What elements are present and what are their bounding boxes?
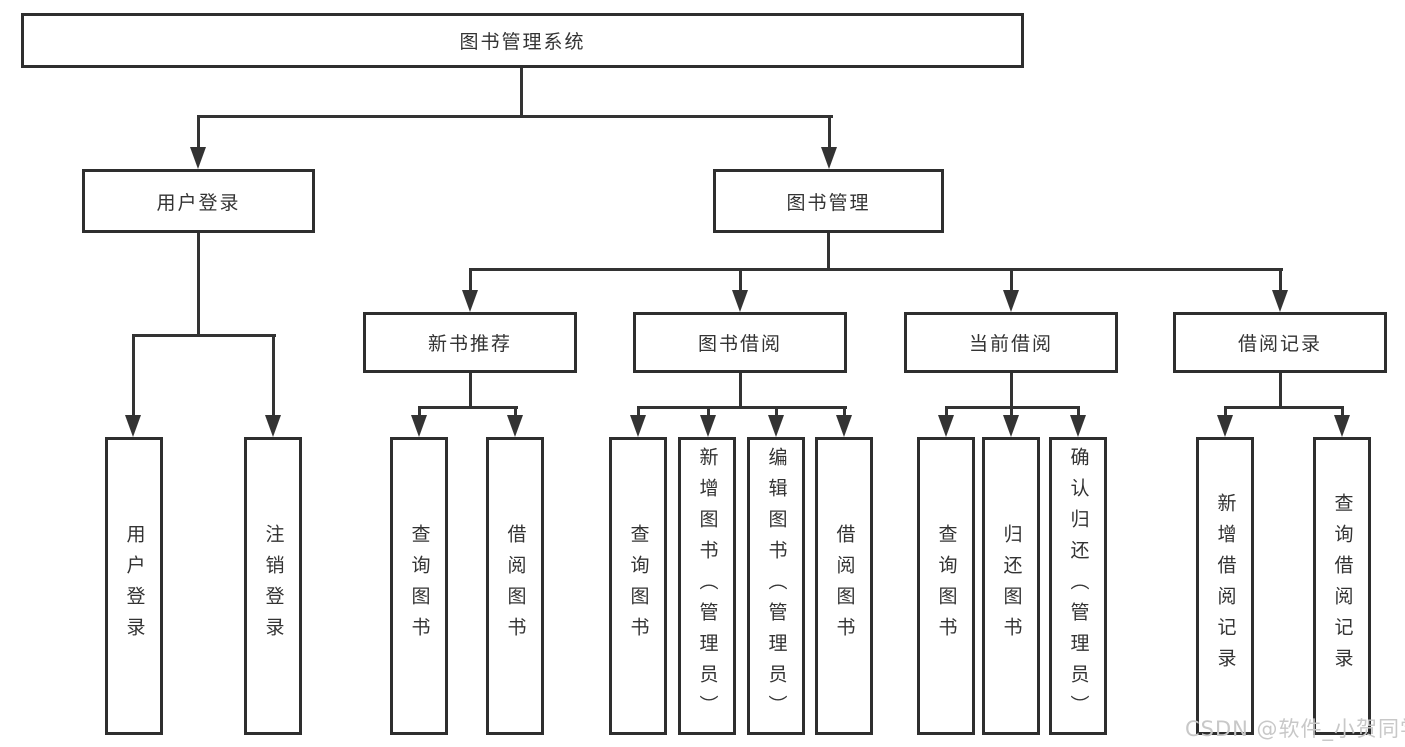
node-label: 借阅记录: [1237, 333, 1322, 355]
arrowhead-icon: [190, 147, 206, 169]
edge-stem: [1010, 406, 1013, 420]
edge-stem: [514, 406, 517, 420]
leaf-label: 借阅图书: [504, 524, 527, 648]
edge-login-stem-2: [272, 334, 275, 419]
leaf-add-books-admin: 新增图书（管理员）: [678, 437, 736, 735]
leaf-label: 注销登录: [262, 524, 285, 648]
edge-stem: [945, 406, 948, 420]
arrowhead-icon: [938, 415, 954, 437]
arrowhead-icon: [700, 415, 716, 437]
node-current-borrow: 当前借阅: [904, 312, 1118, 373]
arrowhead-icon: [768, 415, 784, 437]
edge-root-trunk: [520, 68, 523, 118]
edge-stem: [707, 406, 710, 420]
arrowhead-icon: [1334, 415, 1350, 437]
leaf-label: 归还图书: [1000, 524, 1023, 648]
edge-login-trunk: [197, 233, 200, 337]
edge-borrow-trunk: [739, 373, 742, 409]
arrowhead-icon: [630, 415, 646, 437]
node-label: 图书借阅: [697, 333, 782, 355]
arrowhead-icon: [1070, 415, 1086, 437]
edge-mgmt-stem-3: [1010, 268, 1013, 294]
edge-mgmt-stem-1: [469, 268, 472, 294]
leaf-query-books-recommend: 查询图书: [390, 437, 448, 735]
leaf-label: 查询借阅记录: [1331, 493, 1354, 679]
edge-stem: [1077, 406, 1080, 420]
leaf-label: 查询图书: [408, 524, 431, 648]
leaf-label: 确认归还（管理员）: [1067, 446, 1090, 726]
arrowhead-icon: [732, 290, 748, 312]
edge-recommend-rail: [418, 406, 518, 409]
edge-stem: [1341, 406, 1344, 420]
arrowhead-icon: [1217, 415, 1233, 437]
leaf-label: 用户登录: [123, 524, 146, 648]
arrowhead-icon: [265, 415, 281, 437]
node-user-login-group: 用户登录: [82, 169, 315, 233]
edge-root-stem-right: [828, 115, 831, 151]
leaf-label: 编辑图书（管理员）: [765, 446, 788, 726]
leaf-label: 查询图书: [627, 524, 650, 648]
edge-borrow-rail: [637, 406, 847, 409]
edge-login-rail: [132, 334, 276, 337]
leaf-label: 新增图书（管理员）: [696, 446, 719, 726]
arrowhead-icon: [507, 415, 523, 437]
node-label: 图书管理: [786, 191, 871, 214]
arrowhead-icon: [836, 415, 852, 437]
edge-current-trunk: [1010, 373, 1013, 409]
node-root: 图书管理系统: [21, 13, 1024, 68]
leaf-query-books-borrow: 查询图书: [609, 437, 667, 735]
leaf-label: 借阅图书: [833, 524, 856, 648]
edge-root-stem-left: [197, 115, 200, 151]
leaf-logout: 注销登录: [244, 437, 302, 735]
arrowhead-icon: [1003, 415, 1019, 437]
leaf-borrow-books: 借阅图书: [815, 437, 873, 735]
leaf-confirm-return-admin: 确认归还（管理员）: [1049, 437, 1107, 735]
arrowhead-icon: [125, 415, 141, 437]
edge-stem: [843, 406, 846, 420]
node-label: 新书推荐: [427, 333, 512, 355]
node-new-book-recommend: 新书推荐: [363, 312, 577, 373]
node-root-label: 图书管理系统: [459, 31, 586, 53]
watermark: CSDN @软件_小贺同学: [1185, 717, 1405, 741]
node-book-borrow: 图书借阅: [633, 312, 847, 373]
edge-login-stem-1: [132, 334, 135, 419]
edge-stem: [637, 406, 640, 420]
leaf-edit-books-admin: 编辑图书（管理员）: [747, 437, 805, 735]
edge-records-rail: [1224, 406, 1344, 409]
edge-stem: [418, 406, 421, 420]
edge-mgmt-rail: [469, 268, 1283, 271]
node-label: 当前借阅: [968, 333, 1053, 355]
arrowhead-icon: [1272, 290, 1288, 312]
leaf-query-borrow-record: 查询借阅记录: [1313, 437, 1371, 735]
arrowhead-icon: [462, 290, 478, 312]
leaf-user-login: 用户登录: [105, 437, 163, 735]
edge-mgmt-stem-4: [1279, 268, 1282, 294]
edge-recommend-trunk: [469, 373, 472, 409]
edge-stem: [1224, 406, 1227, 420]
edge-mgmt-stem-2: [739, 268, 742, 294]
edge-mgmt-trunk: [827, 233, 830, 271]
node-borrow-records: 借阅记录: [1173, 312, 1387, 373]
arrowhead-icon: [1003, 290, 1019, 312]
node-book-management: 图书管理: [713, 169, 944, 233]
edge-root-rail: [197, 115, 833, 118]
node-label: 用户登录: [156, 191, 241, 214]
leaf-borrow-books-recommend: 借阅图书: [486, 437, 544, 735]
leaf-add-borrow-record: 新增借阅记录: [1196, 437, 1254, 735]
leaf-query-books-current: 查询图书: [917, 437, 975, 735]
leaf-label: 查询图书: [935, 524, 958, 648]
arrowhead-icon: [821, 147, 837, 169]
leaf-return-books: 归还图书: [982, 437, 1040, 735]
arrowhead-icon: [411, 415, 427, 437]
leaf-label: 新增借阅记录: [1214, 493, 1237, 679]
edge-records-trunk: [1279, 373, 1282, 409]
edge-stem: [775, 406, 778, 420]
